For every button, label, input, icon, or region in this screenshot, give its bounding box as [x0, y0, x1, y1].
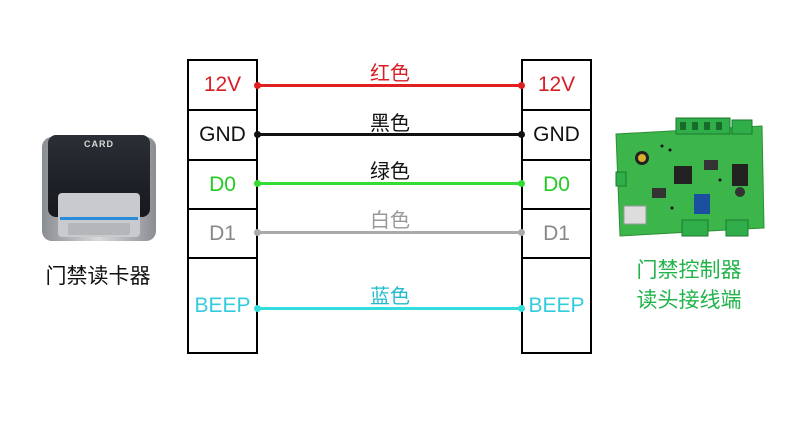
- wire-gnd-right-dot: [518, 131, 525, 138]
- wire-beep-right-dot: [518, 305, 525, 312]
- wire-d0: [258, 182, 523, 185]
- left-terminal-block: 12V GND D0 D1 BEEP: [187, 59, 258, 354]
- wire-beep-left-dot: [254, 305, 261, 312]
- wire-12v-left-dot: [254, 82, 261, 89]
- wire-gnd-left-dot: [254, 131, 261, 138]
- right-terminal-block: 12V GND D0 D1 BEEP: [521, 59, 592, 354]
- right-terminal-d0: D0: [523, 161, 590, 210]
- wire-gnd: [258, 133, 523, 136]
- wire-d1: [258, 231, 523, 234]
- wire-d1-right-dot: [518, 229, 525, 236]
- wire-label-blue: 蓝色: [370, 286, 410, 308]
- left-terminal-d0: D0: [189, 161, 256, 210]
- wire-label-green: 绿色: [370, 161, 410, 183]
- right-terminal-12v: 12V: [523, 61, 590, 111]
- wire-d0-right-dot: [518, 180, 525, 187]
- left-terminal-12v: 12V: [189, 61, 256, 111]
- wire-beep: [258, 307, 523, 310]
- wire-label-black: 黑色: [370, 113, 410, 135]
- controller-label-line2: 读头接线端: [636, 289, 742, 312]
- wire-12v: [258, 84, 523, 87]
- card-reader-label: 门禁读卡器: [45, 265, 151, 288]
- card-text: CARD: [84, 139, 114, 149]
- wire-label-red: 红色: [370, 63, 410, 85]
- controller-board-image: [612, 116, 766, 244]
- right-terminal-d1: D1: [523, 210, 590, 259]
- left-terminal-beep: BEEP: [194, 293, 251, 317]
- controller-label-line1: 门禁控制器: [636, 259, 742, 282]
- right-terminal-beep: BEEP: [528, 293, 585, 317]
- left-terminal-gnd: GND: [189, 111, 256, 161]
- card-reader-image: CARD: [40, 133, 158, 245]
- left-terminal-d1: D1: [189, 210, 256, 259]
- wire-d1-left-dot: [254, 229, 261, 236]
- right-terminal-gnd: GND: [523, 111, 590, 161]
- wire-label-white: 白色: [370, 210, 410, 232]
- wire-d0-left-dot: [254, 180, 261, 187]
- wire-12v-right-dot: [518, 82, 525, 89]
